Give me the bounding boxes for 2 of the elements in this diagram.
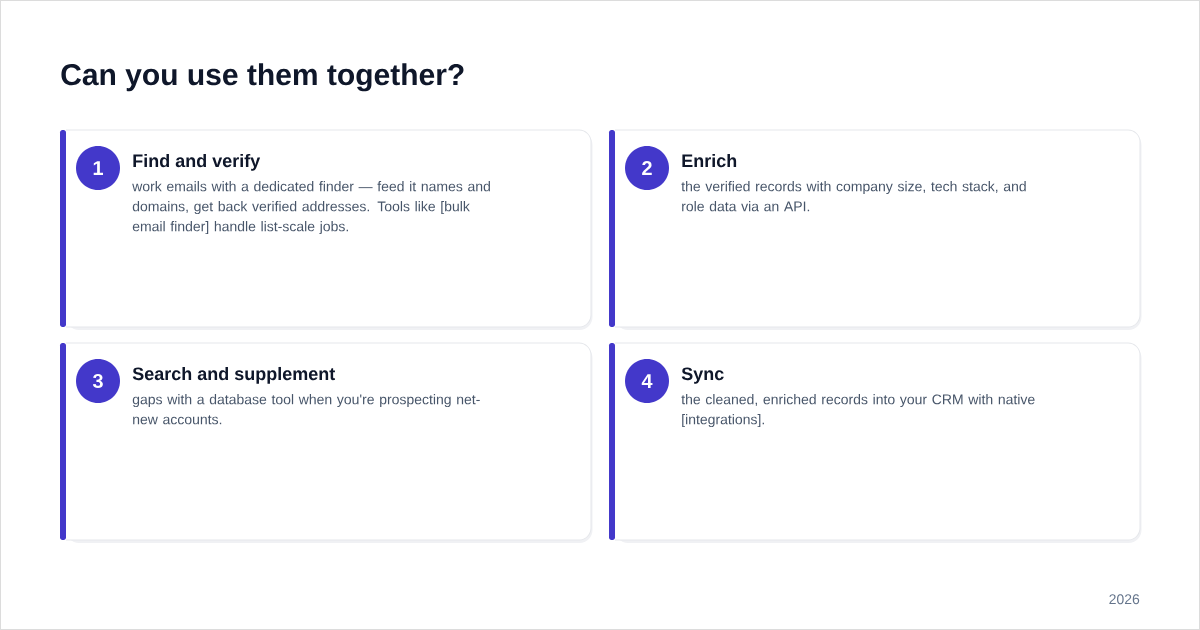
- year-label: 2026: [1109, 594, 1140, 605]
- title: Can you use them together?: [61, 63, 464, 92]
